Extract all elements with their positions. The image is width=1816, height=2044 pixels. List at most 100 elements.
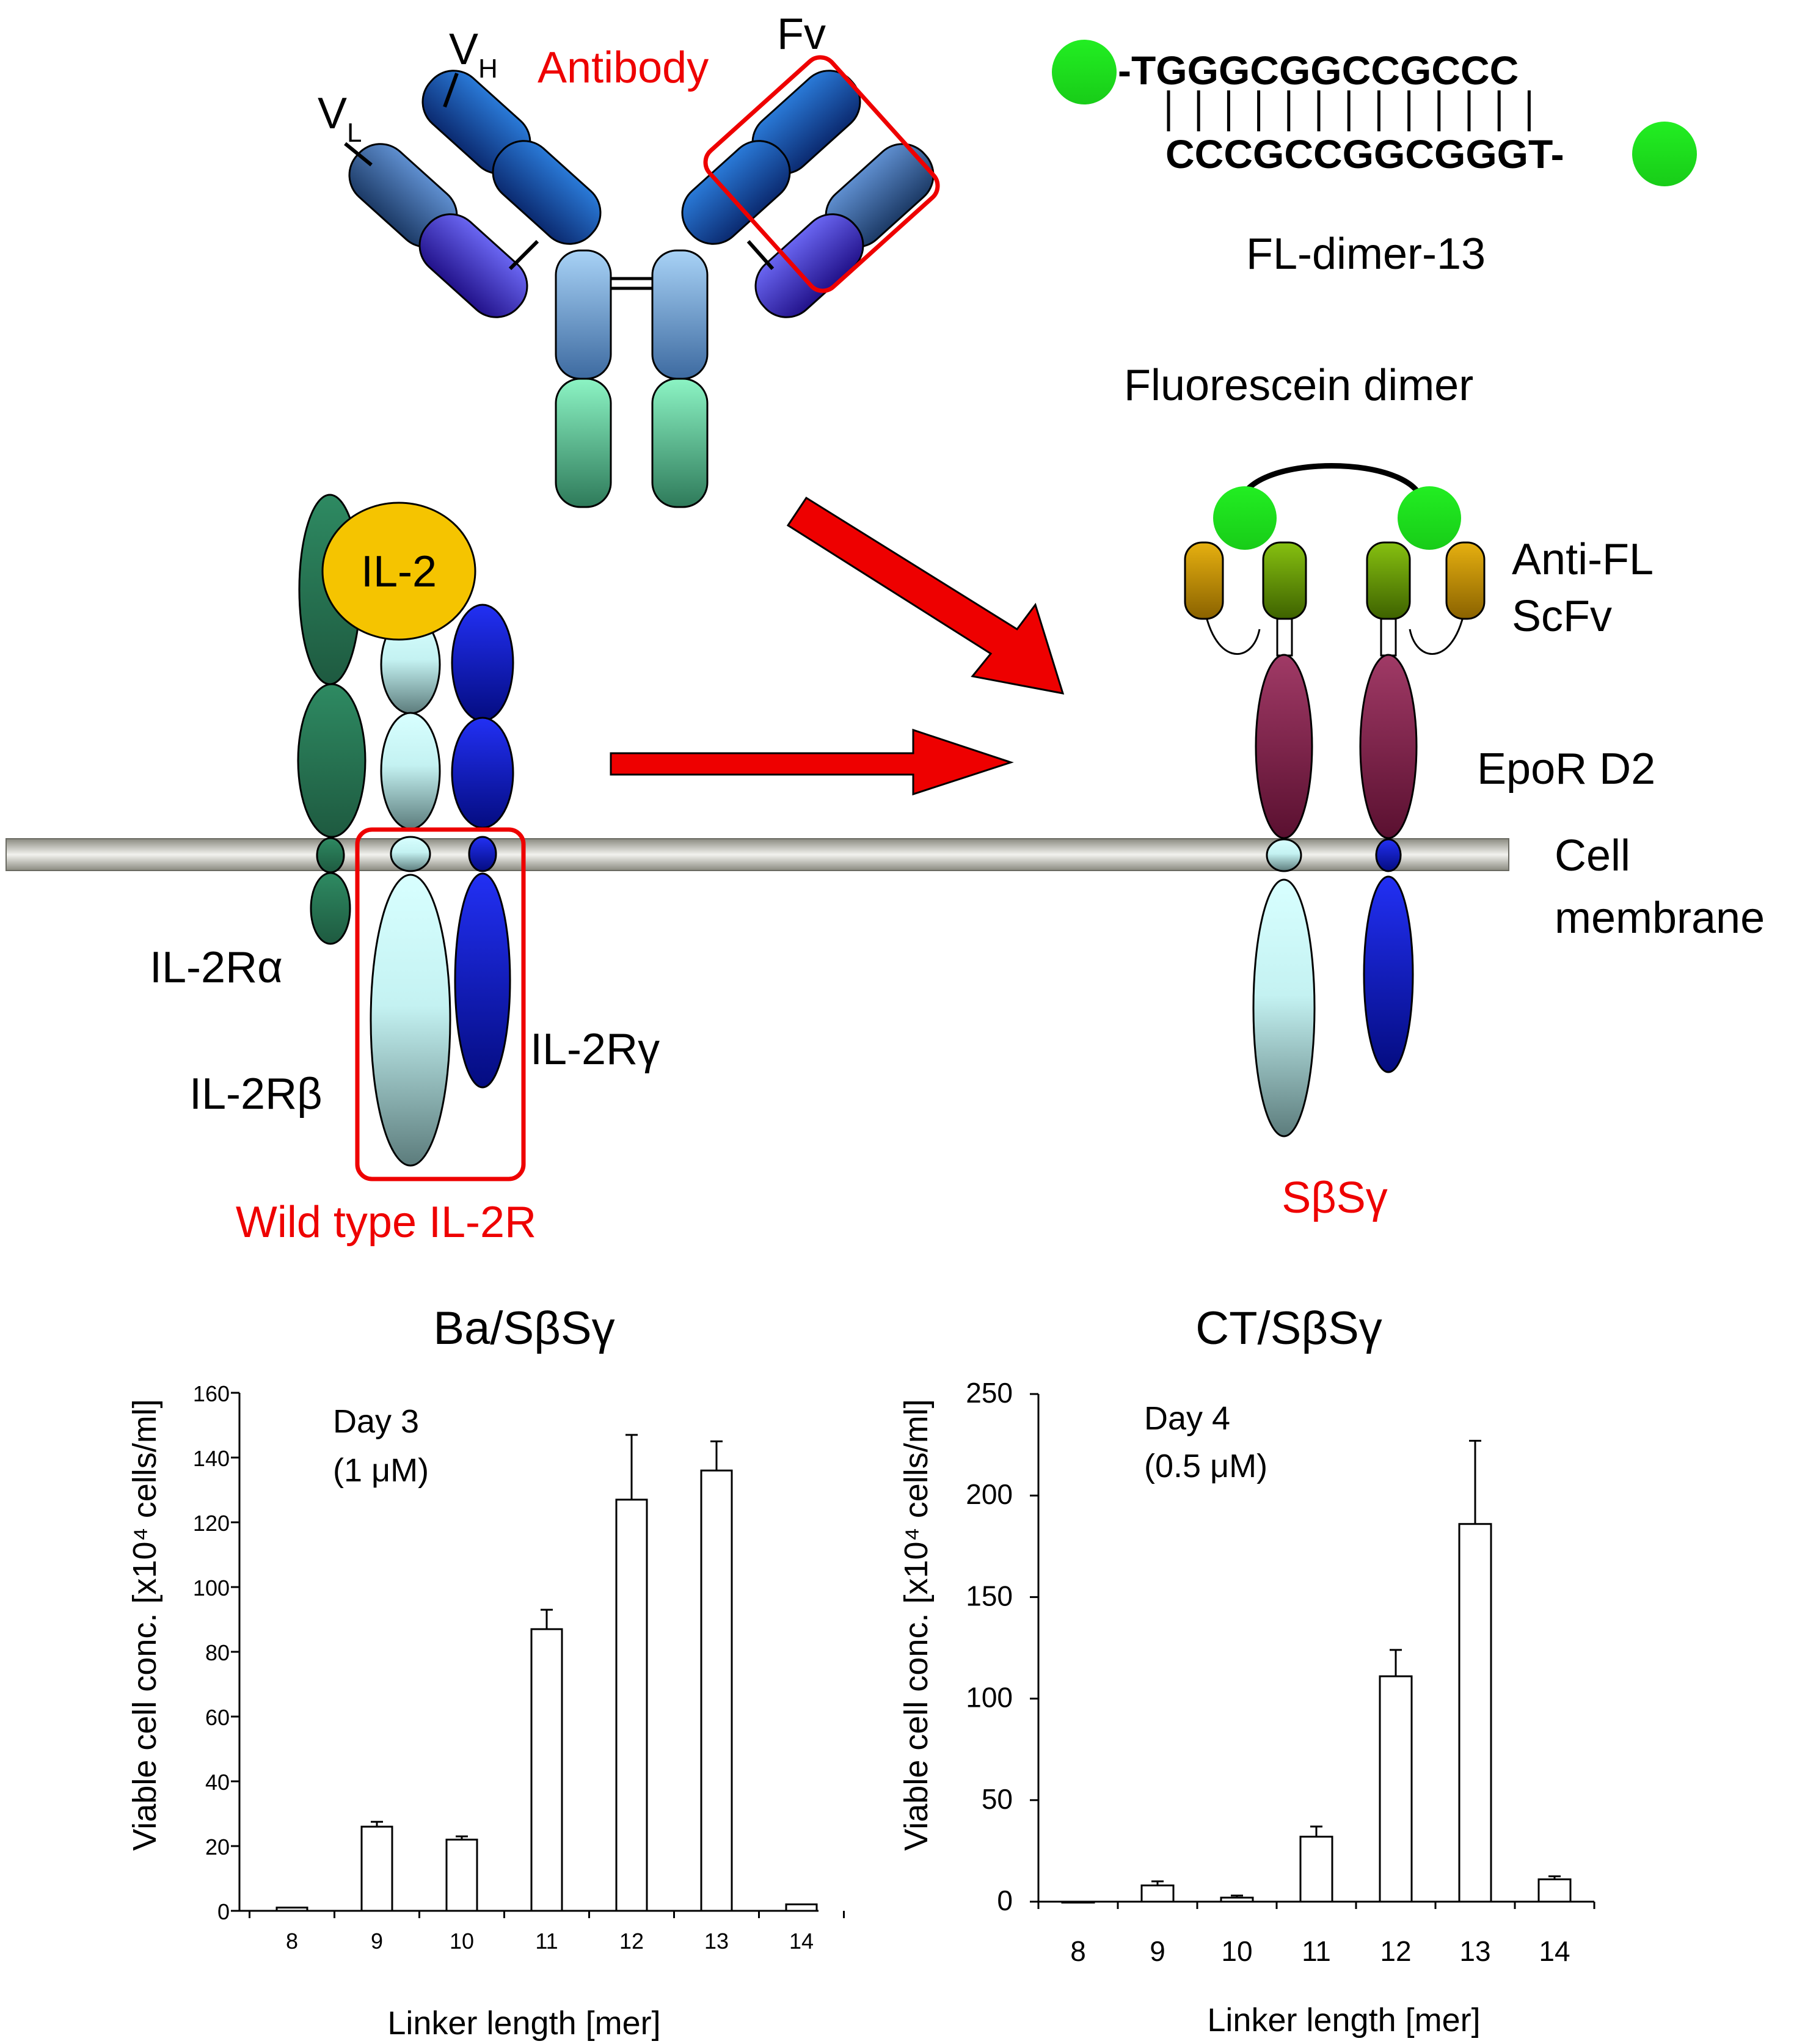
x-tick-label: 8: [1070, 1935, 1086, 1967]
fluorescein-left: [1213, 486, 1277, 550]
red-arrow-diagonal: [786, 496, 1065, 695]
fl-dimer-sequence: -TGGGCGGCCGCCC CCCGCCGGCGGGT- FL-dimer-1…: [1052, 40, 1697, 279]
x-axis-label: Linker length [mer]: [387, 2005, 660, 2042]
sequence-bottom-strand: CCCGCCGGCGGGT-: [1165, 131, 1564, 177]
il2rg-label: IL-2Rγ: [530, 1025, 660, 1074]
y-tick-label: 80: [205, 1640, 230, 1665]
y-tick-label: 20: [205, 1834, 230, 1860]
epor-d2-right: [1359, 654, 1418, 839]
y-tick-label: 140: [193, 1446, 230, 1471]
y-tick-label: 0: [997, 1885, 1013, 1916]
bar: [1140, 1884, 1175, 1903]
il2-label: IL-2: [361, 547, 437, 596]
y-axis-label: Viable cell conc. [x10⁴ cells/ml]: [126, 1399, 163, 1851]
antibody: VH VL Antibody Fv: [318, 10, 940, 508]
x-tick-label: 14: [1539, 1935, 1570, 1967]
il2-cytokine: [321, 502, 476, 641]
bar: [785, 1903, 818, 1912]
chart-annotation-day: Day 4: [1144, 1400, 1230, 1437]
wild-type-label: Wild type IL-2R: [236, 1198, 536, 1247]
chart-ct: CT/SβSγ Day 4 (0.5 μM) Linker length [me…: [898, 1302, 1595, 2039]
epor-d2-label: EpoR D2: [1477, 745, 1655, 794]
ch2-domain-left: [555, 249, 612, 380]
fl-dimer-label: FL-dimer-13: [1246, 230, 1486, 279]
antibody-label: Antibody: [538, 43, 709, 92]
membrane-label: membrane: [1555, 894, 1765, 943]
il2rg-tm-chimera: [1375, 838, 1402, 872]
scfv-vh-left: [1262, 541, 1307, 620]
bar: [1299, 1836, 1333, 1903]
il2rg-domain-1: [451, 604, 514, 722]
chart-ba: Ba/SβSγ Day 3 (1 μM) Linker length [mer]…: [126, 1302, 845, 2042]
vl-label: VL: [318, 89, 362, 148]
fluorescein-ball-top: [1052, 40, 1117, 104]
y-tick-label: 150: [966, 1580, 1013, 1611]
il2ra-tm: [316, 837, 345, 874]
scfv-vl-left: [1184, 541, 1224, 620]
chimeric-receptor: Fluorescein dimer Anti-FL ScFv EpoR D2 C…: [1124, 361, 1765, 1222]
y-tick-label: 120: [193, 1511, 230, 1536]
base-pair-lines: [1167, 90, 1531, 131]
bar: [700, 1469, 733, 1912]
chart-annotation-conc: (0.5 μM): [1144, 1448, 1267, 1484]
cl-domain-left: [418, 213, 528, 318]
il2rb-label: IL-2Rβ: [189, 1070, 322, 1119]
y-tick-label: 50: [982, 1783, 1013, 1815]
ch2-domain-right: [651, 249, 709, 380]
il2rb-tm: [390, 836, 431, 872]
x-tick-label: 9: [371, 1929, 383, 1954]
epor-d2-left: [1255, 654, 1313, 839]
x-tick-label: 9: [1150, 1935, 1165, 1967]
x-tick-label: 11: [535, 1929, 558, 1954]
il2rb-tm-chimera: [1266, 838, 1302, 872]
bar: [445, 1838, 478, 1912]
bar: [615, 1498, 648, 1912]
ch1-domain-left: [492, 140, 602, 245]
bar: [1537, 1878, 1572, 1903]
cell-label: Cell: [1555, 831, 1630, 880]
ch3-domain-left: [555, 378, 612, 508]
x-tick-label: 12: [619, 1929, 644, 1954]
y-tick-label: 200: [966, 1478, 1013, 1510]
bar: [360, 1825, 393, 1912]
il2ra-domain-2: [297, 683, 366, 838]
il2rg-domain-2: [451, 717, 514, 829]
vh-label: VH: [449, 25, 498, 84]
anti-fl-label: Anti-FL: [1512, 535, 1654, 584]
il2rb-cyto: [370, 874, 451, 1167]
ch3-domain-right: [651, 378, 709, 508]
y-tick-label: 100: [966, 1682, 1013, 1714]
il2rg-cyto-chimera: [1363, 875, 1414, 1073]
x-tick-label: 10: [1221, 1935, 1252, 1967]
x-tick-label: 12: [1380, 1935, 1411, 1967]
x-tick-label: 8: [286, 1929, 298, 1954]
y-axis-label: Viable cell conc. [x10⁴ cells/ml]: [898, 1399, 935, 1851]
chart-annotation-conc: (1 μM): [333, 1452, 429, 1489]
wild-type-highlight-box: [355, 827, 526, 1181]
il2rg-tm: [468, 836, 497, 872]
chimera-label: SβSγ: [1282, 1173, 1387, 1222]
bar: [1458, 1523, 1492, 1903]
x-tick-label: 13: [1459, 1935, 1490, 1967]
y-tick-label: 250: [966, 1377, 1013, 1409]
bar: [275, 1907, 308, 1912]
bar: [1061, 1900, 1095, 1903]
x-tick-label: 13: [704, 1929, 729, 1954]
sequence-top-strand: -TGGGCGGCCGCCC: [1118, 48, 1519, 93]
il2ra-label: IL-2Rα: [150, 943, 283, 992]
il2rb-cyto-chimera: [1252, 878, 1316, 1137]
red-arrow-horizontal: [610, 728, 1014, 796]
il2rg-cyto: [454, 872, 511, 1089]
il2ra-cyto: [310, 872, 351, 945]
y-tick-label: 160: [193, 1381, 230, 1406]
fv-label: Fv: [777, 10, 826, 59]
fv-highlight-box: [703, 55, 940, 293]
x-tick-label: 14: [789, 1929, 814, 1954]
bar: [1220, 1896, 1254, 1903]
x-axis-label: Linker length [mer]: [1207, 2002, 1480, 2039]
x-tick-label: 10: [450, 1929, 474, 1954]
chart-annotation-day: Day 3: [333, 1403, 419, 1440]
y-tick-label: 0: [217, 1899, 230, 1924]
